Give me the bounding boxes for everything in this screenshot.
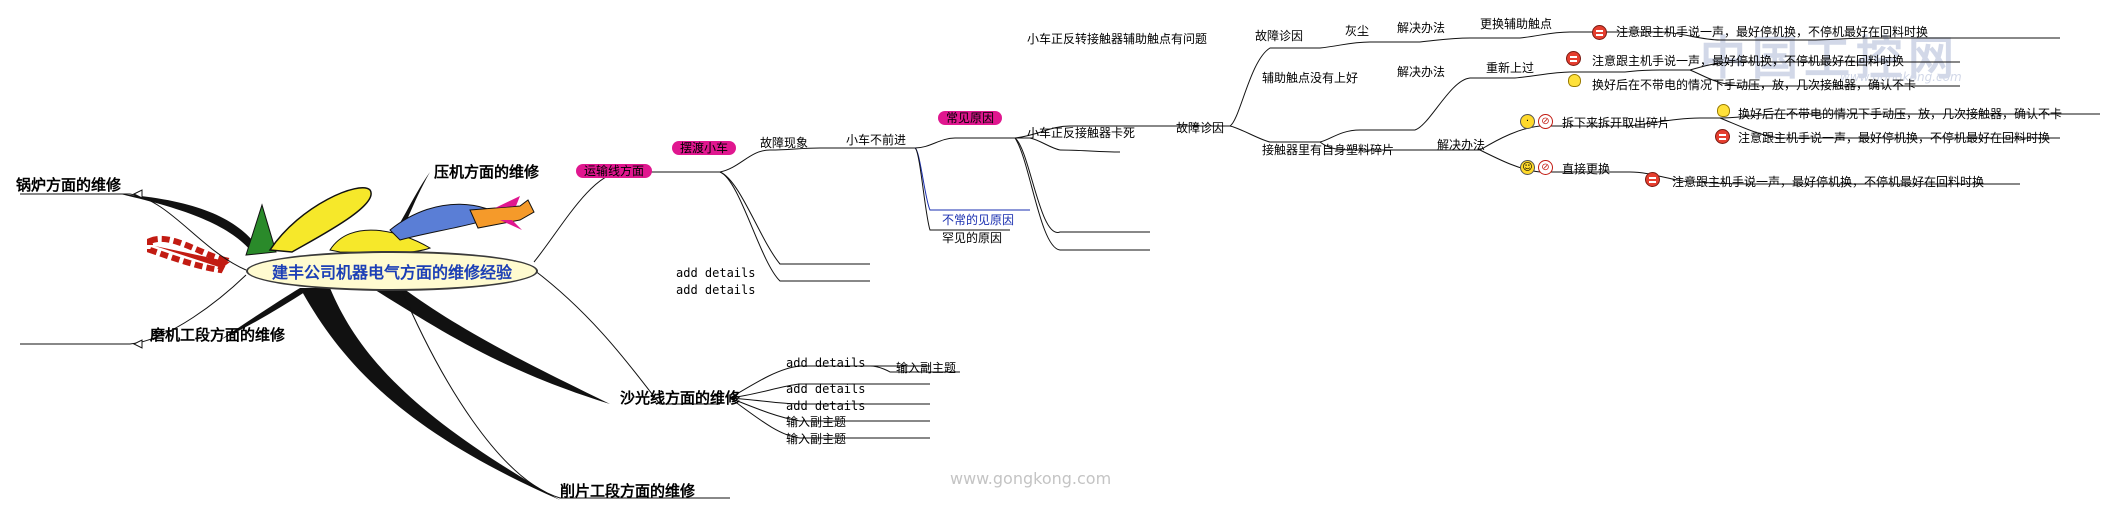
node-cause-contactor-stuck[interactable]: 小车正反接触器卡死 <box>1027 126 1136 140</box>
node-cart[interactable]: 摆渡小车 <box>672 141 737 155</box>
branch-cut[interactable]: 削片工段方面的维修 <box>560 482 696 500</box>
node-uncommon-cause[interactable]: 不常的见原因 <box>942 213 1015 227</box>
node-add-details[interactable]: add details <box>786 356 866 370</box>
node-tip-2[interactable]: 换好后在不带电的情况下手动压，放，几次接触器，确认不卡 <box>1592 78 1917 92</box>
no-entry-icon: ⊘ <box>1538 114 1553 129</box>
node-diagnosis-2[interactable]: 故障诊因 <box>1176 121 1225 135</box>
node-note-1[interactable]: 注意跟主机手说一声，最好停机换，不停机最好在回料时换 <box>1616 25 1929 39</box>
stop-icon <box>1715 129 1730 144</box>
center-decoration <box>120 172 610 500</box>
node-sub-topic[interactable]: 输入副主题 <box>786 415 847 429</box>
node-conveyor[interactable]: 运输线方面 <box>576 164 653 178</box>
branch-boiler[interactable]: 锅炉方面的维修 <box>16 176 122 194</box>
node-add-details[interactable]: add details <box>676 266 756 280</box>
stop-icon <box>1645 172 1660 187</box>
node-refit[interactable]: 重新上过 <box>1486 61 1535 75</box>
node-add-details[interactable]: add details <box>676 283 756 297</box>
lightbulb-icon <box>1717 104 1730 117</box>
neutral-face-icon: · <box>1520 114 1535 129</box>
node-add-details[interactable]: add details <box>786 399 866 413</box>
stop-icon <box>1592 25 1607 40</box>
node-solution-2[interactable]: 解决办法 <box>1397 65 1446 79</box>
node-note-4[interactable]: 注意跟主机手说一声，最好停机换，不停机最好在回料时换 <box>1672 175 1985 189</box>
center-topic-label: 建丰公司机器电气方面的维修经验 <box>271 263 512 282</box>
center-topic[interactable]: 建丰公司机器电气方面的维修经验 <box>246 251 538 291</box>
stop-icon <box>1566 51 1581 66</box>
node-dust[interactable]: 灰尘 <box>1345 24 1370 38</box>
branch-press[interactable]: 压机方面的维修 <box>434 163 540 181</box>
node-sub-topic[interactable]: 输入副主题 <box>896 361 957 375</box>
node-symptom[interactable]: 小车不前进 <box>846 133 907 147</box>
branch-polish[interactable]: 沙光线方面的维修 <box>620 389 741 407</box>
node-tip-3[interactable]: 换好后在不带电的情况下手动压，放，几次接触器，确认不卡 <box>1738 107 2063 121</box>
node-note-3[interactable]: 注意跟主机手说一声，最好停机换，不停机最好在回料时换 <box>1738 131 2051 145</box>
node-solution-3[interactable]: 解决办法 <box>1437 138 1486 152</box>
node-sub-topic[interactable]: 输入副主题 <box>786 432 847 446</box>
node-diagnosis-1[interactable]: 故障诊因 <box>1255 29 1304 43</box>
watermark-url: www.gongkong.com <box>1840 70 1962 84</box>
node-fix-replace-contact[interactable]: 更换辅助触点 <box>1480 17 1553 31</box>
no-entry-icon: ⊘ <box>1538 160 1553 175</box>
branch-mill[interactable]: 磨机工段方面的维修 <box>150 326 286 344</box>
node-solution-1[interactable]: 解决办法 <box>1397 21 1446 35</box>
node-replace-directly[interactable]: 直接更换 <box>1562 162 1611 176</box>
node-plastic-fragment[interactable]: 接触器里有自身塑料碎片 <box>1262 143 1395 157</box>
smiley-icon: ☺ <box>1520 160 1535 175</box>
node-add-details[interactable]: add details <box>786 382 866 396</box>
node-aux-not-seated[interactable]: 辅助触点没有上好 <box>1262 71 1359 85</box>
node-common-cause[interactable]: 常见原因 <box>938 111 1003 125</box>
node-rare-cause[interactable]: 罕见的原因 <box>942 231 1003 245</box>
node-remove-fragments[interactable]: 拆下来拆开取出碎片 <box>1562 116 1671 130</box>
node-cause-aux-contact[interactable]: 小车正反转接触器辅助触点有问题 <box>1027 32 1208 46</box>
node-note-2[interactable]: 注意跟主机手说一声，最好停机换，不停机最好在回料时换 <box>1592 54 1905 68</box>
lightbulb-icon <box>1568 74 1581 87</box>
node-symptom-label[interactable]: 故障现象 <box>760 136 809 150</box>
footer-url: www.gongkong.com <box>950 469 1112 488</box>
